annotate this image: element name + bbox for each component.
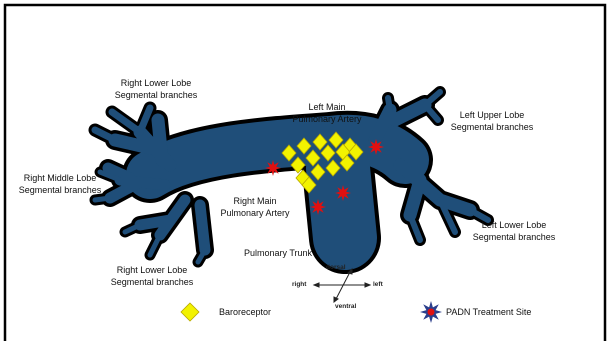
padn-star-icon <box>310 199 326 215</box>
padn-star-center <box>428 309 435 316</box>
compass-arrows-icon <box>314 269 370 302</box>
compass-left: left <box>373 281 383 288</box>
compass-dorsal: dorsal <box>326 264 346 271</box>
padn-star-icon <box>265 160 281 176</box>
label-pulmonary-trunk: Pulmonary Trunk <box>228 247 328 259</box>
legend-padn-label: PADN Treatment Site <box>446 307 531 317</box>
legend-baroreceptor-label: Baroreceptor <box>219 307 271 317</box>
padn-star-icon <box>335 185 351 201</box>
padn-star-icon <box>420 301 442 323</box>
padn-star-icon <box>368 139 384 155</box>
compass-ventral: ventral <box>335 303 356 310</box>
baroreceptor-diamond-icon <box>181 303 199 321</box>
compass-right: right <box>292 281 306 288</box>
